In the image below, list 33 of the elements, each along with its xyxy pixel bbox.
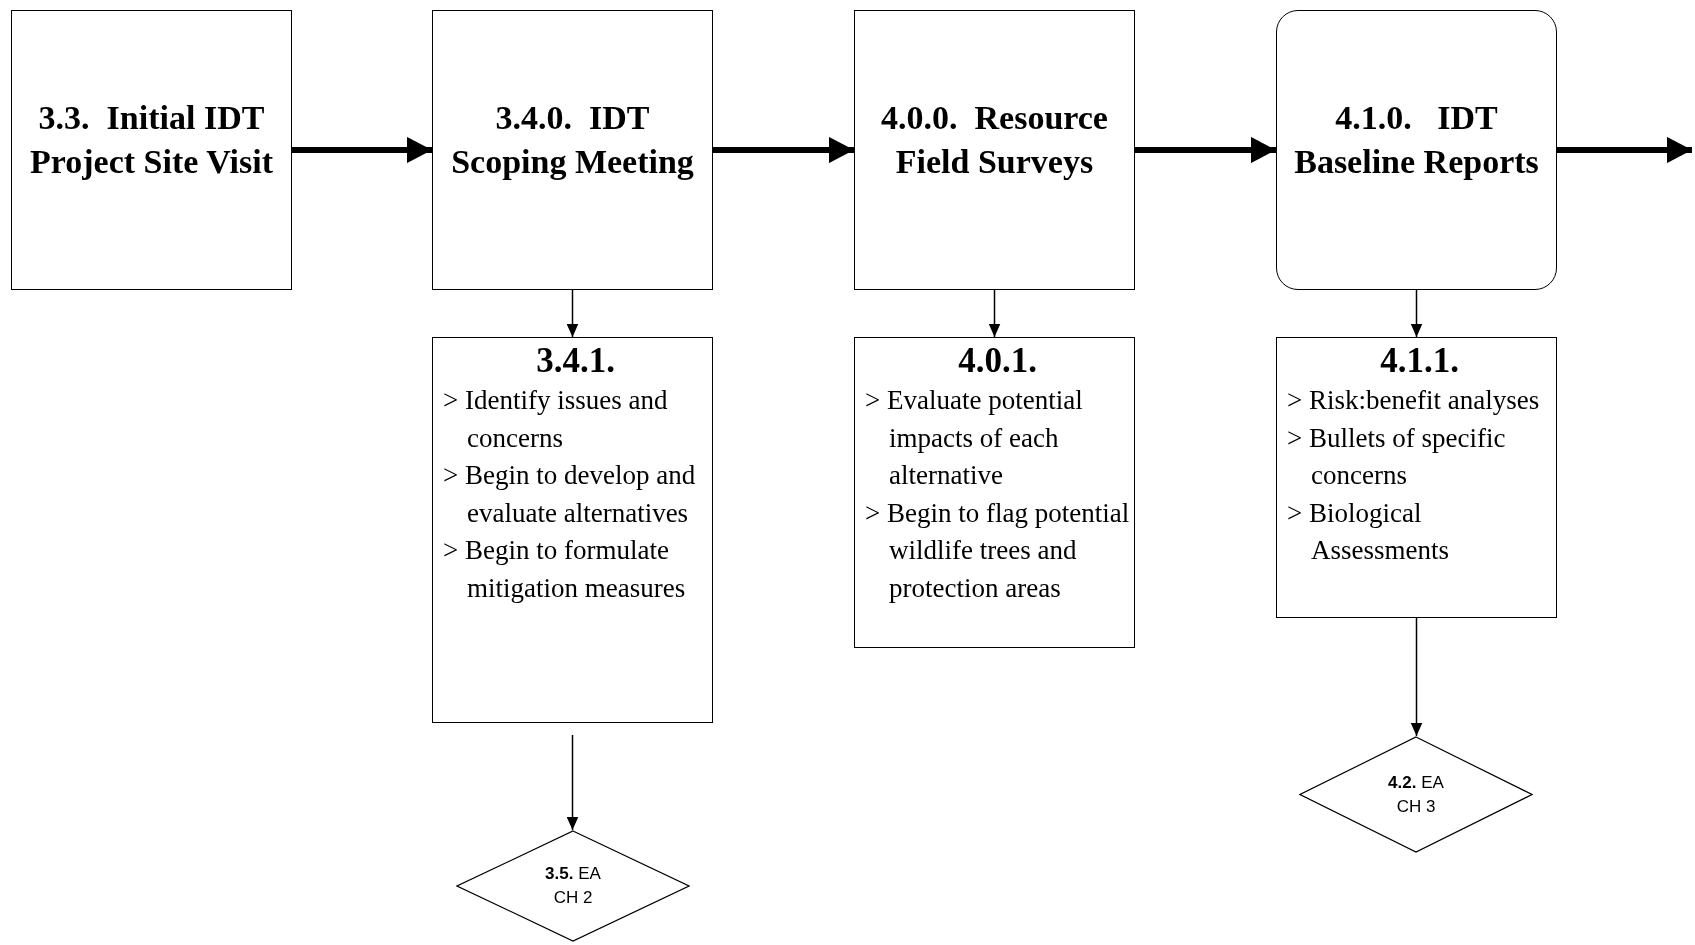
detail-box (432, 337, 713, 723)
box-title: 4.0.0. Resource Field Surveys (880, 98, 1109, 182)
bullet-text: > Biological Assessments (1287, 496, 1450, 567)
process-box (854, 10, 1135, 290)
bullet-text: > Risk:benefit analyses (1287, 384, 1541, 417)
arrow (1135, 136, 1276, 164)
box-heading: 4.0.1. (958, 340, 1037, 382)
bullet-text: > Evaluate potential impacts of each alternative (865, 384, 1084, 492)
detail-box (1276, 337, 1557, 618)
arrow (1557, 136, 1692, 164)
bullet-text: > Bullets of specific concerns (1287, 421, 1507, 492)
arrow (988, 289, 1001, 338)
arrow (1410, 617, 1423, 737)
arrow (292, 136, 432, 164)
box-heading: 3.4.1. (536, 340, 615, 382)
arrow (566, 734, 579, 831)
bullet-text: > Begin to flag potential wildlife trees and protection areas (865, 496, 1130, 605)
box-heading: 4.1.1. (1380, 340, 1459, 382)
bullet-text: > Begin to formulate mitigation measures (443, 534, 687, 605)
arrow (1410, 289, 1423, 338)
box-title: 3.3. Initial IDT Project Site Visit (29, 98, 274, 182)
arrow (566, 289, 579, 338)
arrow (713, 136, 854, 164)
box-title: 3.4.0. IDT Scoping Meeting (450, 98, 695, 182)
bullet-text: > Identify issues and concerns (443, 384, 669, 455)
process-box (432, 10, 713, 290)
bullet-text: > Begin to develop and evaluate alternatives (443, 459, 697, 530)
process-box (11, 10, 292, 290)
diamond-label: 3.5. EA CH 2 (544, 863, 602, 909)
process-box (1276, 10, 1557, 290)
detail-box (854, 337, 1135, 648)
box-title: 4.1.0. IDT Baseline Reports (1293, 98, 1540, 182)
diamond-label: 4.2. EA CH 3 (1387, 771, 1445, 818)
